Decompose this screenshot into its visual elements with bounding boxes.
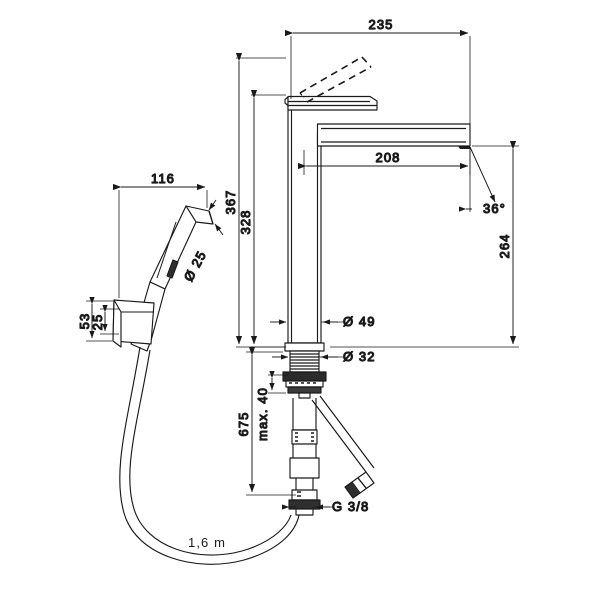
faucet-column — [287, 97, 322, 344]
dimension-label-g38: G 3/8 — [332, 499, 369, 514]
supply-connector-hose — [311, 395, 375, 499]
faucet-lever-handle — [284, 95, 378, 111]
dimension-264 — [330, 141, 519, 348]
dimension-max-40 — [268, 370, 288, 394]
dimension-label-max-40: max. 40 — [255, 387, 270, 441]
hand-shower-bracket — [112, 299, 155, 348]
faucet-threaded-shank — [284, 342, 325, 373]
dimension-label-diameter-32: Ø 32 — [343, 349, 376, 364]
lever-raised-phantom — [299, 56, 372, 103]
dimension-36-degrees — [458, 146, 496, 212]
dimension-label-diameter-49: Ø 49 — [343, 314, 376, 329]
dimension-116 — [113, 183, 208, 298]
dimension-label-367: 367 — [223, 190, 238, 215]
dimension-label-diameter-25: Ø 25 — [181, 248, 210, 284]
dimension-367 — [235, 53, 286, 348]
dimension-235 — [285, 29, 471, 124]
dimension-label-235: 235 — [369, 17, 394, 32]
dimension-328 — [250, 90, 286, 348]
dimension-label-208: 208 — [376, 150, 401, 165]
dimension-label-328: 328 — [238, 210, 253, 235]
dimension-53 — [86, 296, 113, 342]
dimension-diameter-25 — [208, 199, 224, 236]
mounting-hardware — [282, 371, 327, 399]
dimension-label-hose-length: 1,6 m — [188, 535, 226, 550]
dimension-label-36-degrees: 36° — [483, 201, 506, 216]
dimension-label-25: 25 — [90, 314, 105, 331]
dimension-label-264: 264 — [497, 234, 512, 259]
dimension-label-53: 53 — [77, 313, 92, 330]
dimension-label-675: 675 — [236, 412, 251, 437]
supply-stem — [288, 398, 321, 516]
flexible-hose — [119, 346, 300, 565]
dimension-label-116: 116 — [151, 171, 175, 186]
faucet-spout — [316, 123, 471, 149]
dimension-25 — [100, 304, 119, 335]
lever-pivot-leader — [299, 92, 305, 99]
dimension-675 — [246, 347, 296, 496]
